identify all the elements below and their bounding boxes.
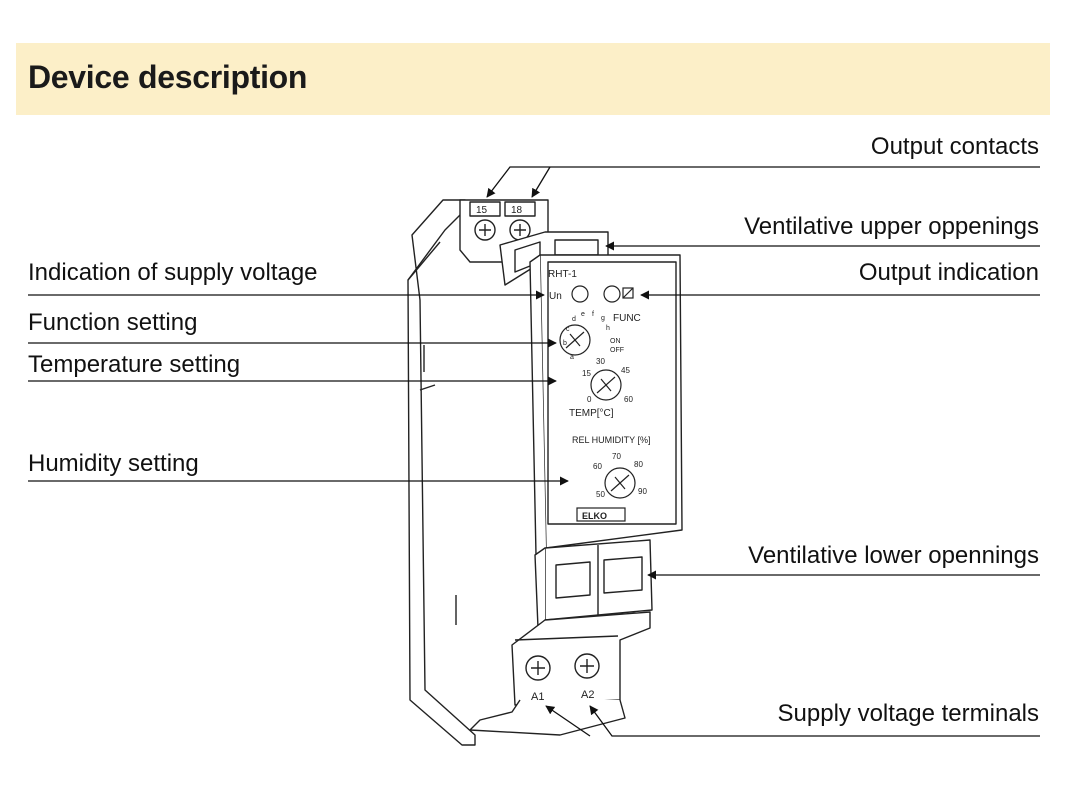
func-mark-5: f xyxy=(592,311,594,318)
humidity-mark-0: 50 xyxy=(596,490,605,499)
label-ventilative-upper: Ventilative upper oppenings xyxy=(744,213,1039,240)
func-mark-7: h xyxy=(606,325,610,332)
brand-label: ELKO xyxy=(582,511,607,521)
page-title: Device description xyxy=(28,59,308,95)
humidity-marks: 50 60 70 80 90 xyxy=(593,452,647,499)
device-text: RHT-1 Un 15 18 A1 A2 FUNC TEMP[°C] REL H… xyxy=(476,205,651,703)
terminal-a2-label: A2 xyxy=(581,689,594,701)
label-supply-terminals: Supply voltage terminals xyxy=(777,700,1039,727)
func-mark-0: a xyxy=(570,354,574,361)
temp-label: TEMP[°C] xyxy=(569,408,614,419)
temp-mark-2: 30 xyxy=(596,357,605,366)
brand-plate xyxy=(576,507,626,522)
terminal-18-label: 18 xyxy=(511,205,523,216)
led-supply xyxy=(571,285,589,303)
label-ventilative-lower: Ventilative lower opennings xyxy=(748,542,1039,569)
func-label: FUNC xyxy=(613,313,641,324)
label-temperature-setting: Temperature setting xyxy=(28,351,241,378)
device-side-panel xyxy=(407,199,476,746)
func-mark-1: b xyxy=(563,340,567,347)
temp-mark-4: 60 xyxy=(624,395,633,404)
temp-marks: 0 15 30 45 60 xyxy=(582,357,633,404)
front-plate xyxy=(559,285,636,522)
relay-device xyxy=(407,199,683,746)
func-mark-8: ON xyxy=(610,338,621,345)
terminal-15-label: 15 xyxy=(476,205,488,216)
label-output-indication: Output indication xyxy=(858,259,1039,286)
func-dial xyxy=(559,324,591,356)
humidity-mark-1: 60 xyxy=(593,462,602,471)
temp-mark-3: 45 xyxy=(621,366,630,375)
humidity-label: REL HUMIDITY [%] xyxy=(572,435,651,445)
leader-output-contacts xyxy=(486,166,1040,198)
led-output xyxy=(603,285,621,303)
humidity-mark-2: 70 xyxy=(612,452,621,461)
label-function-setting: Function setting xyxy=(28,309,198,336)
humidity-dial xyxy=(604,467,636,499)
label-output-contacts: Output contacts xyxy=(870,133,1039,160)
callout-lines xyxy=(28,166,1040,737)
humidity-mark-3: 80 xyxy=(634,460,643,469)
humidity-mark-4: 90 xyxy=(638,487,647,496)
label-humidity-setting: Humidity setting xyxy=(28,450,199,477)
un-label: Un xyxy=(549,291,562,302)
func-mark-2: c xyxy=(566,326,570,333)
func-mark-3: d xyxy=(572,316,576,323)
label-indication-supply: Indication of supply voltage xyxy=(28,259,318,286)
temp-mark-1: 15 xyxy=(582,369,591,378)
temp-mark-0: 0 xyxy=(587,395,592,404)
func-mark-9: OFF xyxy=(610,347,624,354)
func-mark-6: g xyxy=(601,315,605,322)
leader-supply-terminals xyxy=(589,705,1040,737)
temp-dial xyxy=(590,369,622,401)
model-label: RHT-1 xyxy=(548,269,577,280)
func-mark-4: e xyxy=(581,311,585,318)
terminal-a1-label: A1 xyxy=(531,691,544,703)
section-header: Device description xyxy=(16,43,1050,115)
